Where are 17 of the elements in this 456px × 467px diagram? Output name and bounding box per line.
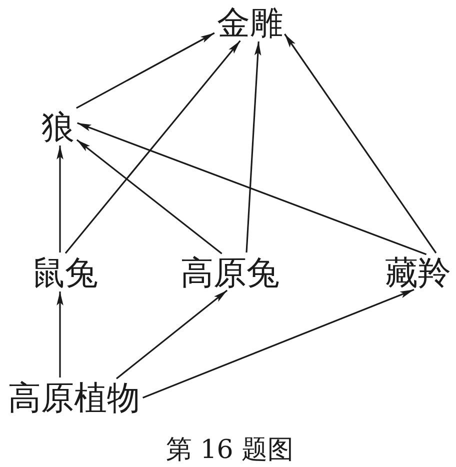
organism-label: 狼 <box>42 110 74 142</box>
arrow <box>284 34 437 254</box>
arrow <box>56 146 64 252</box>
organism-label: 高原兔 <box>180 256 280 288</box>
arrow <box>76 32 215 109</box>
organism-label: 高原植物 <box>8 380 140 414</box>
arrow <box>56 292 64 378</box>
arrow <box>77 122 427 256</box>
arrow <box>76 139 222 254</box>
organism-label: 金雕 <box>217 6 283 38</box>
organism-label: 藏羚 <box>385 256 451 288</box>
arrow <box>246 41 262 253</box>
arrow <box>142 288 414 398</box>
organism-label: 鼠兔 <box>32 256 98 288</box>
arrow <box>64 40 241 254</box>
arrow <box>116 290 228 380</box>
figure-caption: 第 16 题图 <box>166 437 294 463</box>
